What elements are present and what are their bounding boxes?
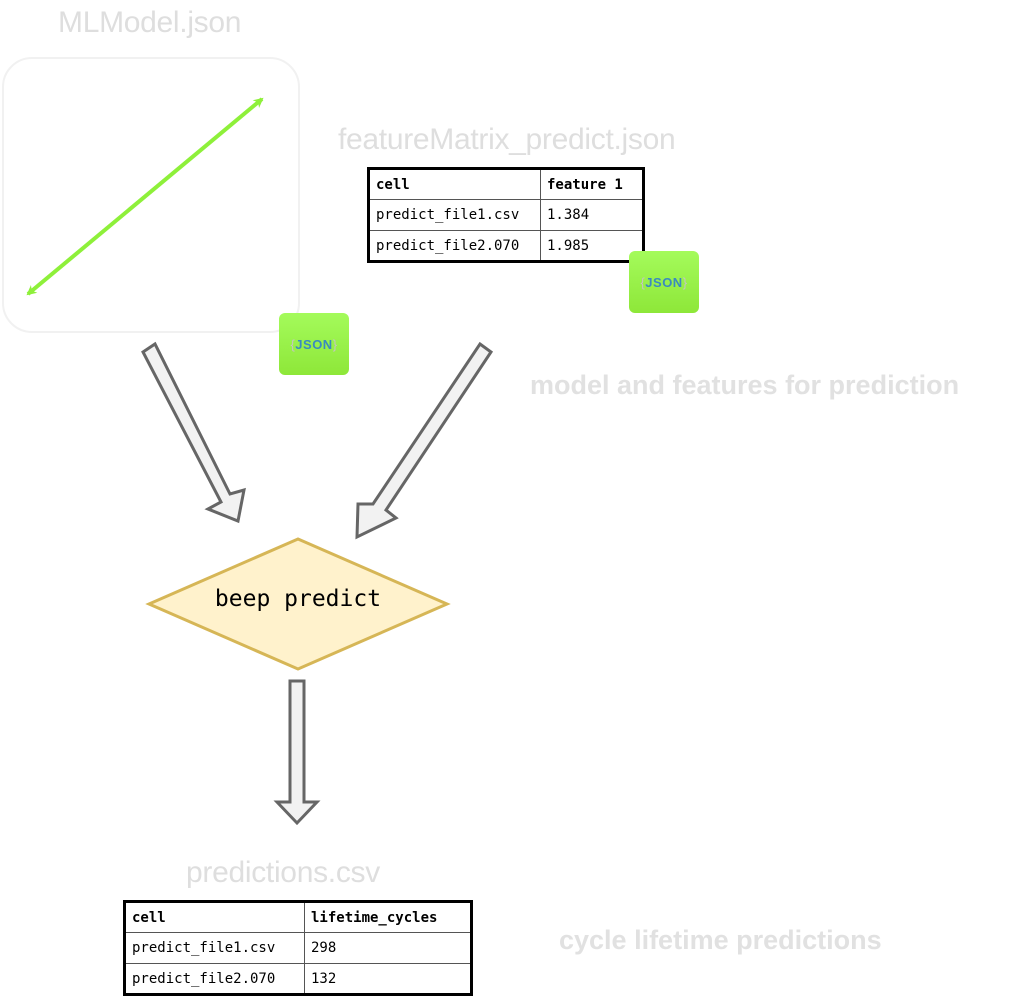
table-header-cell: cell [124, 901, 305, 933]
feature-file-title: featureMatrix_predict.json [338, 123, 676, 156]
json-badge-text: JSON [295, 336, 333, 352]
model-double-arrow-icon [26, 97, 264, 296]
table-cell: 1.384 [540, 199, 644, 231]
json-file-icon: {JSON} [629, 251, 699, 313]
table-cell: 1.985 [540, 230, 644, 262]
table-row: predict_file2.070 1.985 [368, 230, 644, 262]
outputs-caption: cycle lifetime predictions [559, 925, 882, 955]
table-row: predict_file2.070 132 [124, 963, 472, 995]
table-cell: predict_file1.csv [124, 932, 305, 964]
table-cell: predict_file2.070 [124, 963, 305, 995]
table-header-cell: lifetime_cycles [304, 901, 472, 933]
json-brace-open: { [290, 336, 296, 352]
model-container [2, 57, 300, 333]
json-brace-close: } [682, 274, 688, 290]
json-badge-text: JSON [645, 274, 683, 290]
feature-matrix-table: cell feature 1 predict_file1.csv 1.384 p… [367, 167, 645, 263]
table-header-cell: cell [368, 168, 541, 200]
model-file-title: MLModel.json [58, 6, 242, 39]
table-cell: predict_file2.070 [368, 230, 541, 262]
beep-predict-diamond [145, 537, 451, 671]
beep-predict-label: beep predict [214, 586, 382, 612]
table-row: predict_file1.csv 298 [124, 932, 472, 964]
predict-to-output-arrow [273, 679, 321, 826]
json-brace-close: } [332, 336, 338, 352]
table-cell: 298 [304, 932, 472, 964]
table-header-row: cell lifetime_cycles [124, 901, 472, 933]
predictions-table: cell lifetime_cycles predict_file1.csv 2… [123, 900, 473, 996]
predictions-file-title: predictions.csv [186, 856, 380, 889]
json-brace-open: { [640, 274, 646, 290]
features-to-predict-arrow [355, 341, 494, 540]
inputs-caption: model and features for prediction [530, 370, 960, 400]
table-row: predict_file1.csv 1.384 [368, 199, 644, 231]
table-header-cell: feature 1 [540, 168, 644, 200]
table-cell: 132 [304, 963, 472, 995]
table-cell: predict_file1.csv [368, 199, 541, 231]
table-header-row: cell feature 1 [368, 168, 644, 200]
model-to-predict-arrow [141, 341, 246, 524]
json-file-icon: {JSON} [279, 313, 349, 375]
